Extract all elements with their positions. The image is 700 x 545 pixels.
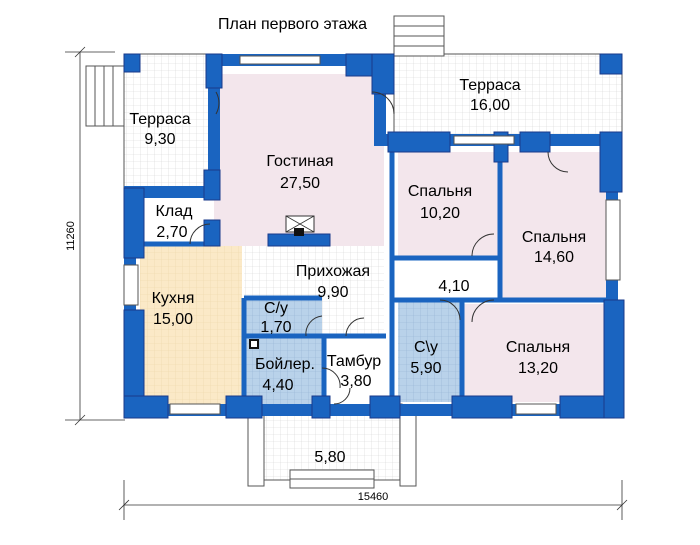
fireplace [267, 215, 331, 247]
door-arcs [189, 91, 569, 405]
width-dimension: 15460 [358, 491, 389, 503]
dimension-lines [65, 46, 628, 520]
wc-area: 1,70 [260, 319, 291, 336]
bath-area: 5,90 [410, 360, 441, 377]
corridor-floor [398, 260, 498, 298]
storage-floor [140, 196, 210, 242]
bath-name: С\у [414, 339, 438, 356]
wall-pillars [123, 53, 625, 419]
terrace-left-name: Терраса [129, 111, 190, 128]
bedroom3-area: 13,20 [518, 360, 558, 377]
porch-area: 5,80 [314, 449, 345, 466]
boiler-icon [249, 339, 259, 349]
terrace-right-floor [393, 53, 623, 139]
inner-walls [136, 146, 610, 406]
bedroom2-name: Спальня [522, 229, 586, 246]
kitchen-name: Кухня [152, 290, 195, 307]
storage-area: 2,70 [156, 224, 187, 241]
living-name: Гостиная [266, 153, 333, 170]
boiler-name: Бойлер. [255, 356, 315, 373]
terrace-left-area: 9,30 [144, 131, 175, 148]
bedroom2-floor [502, 152, 606, 300]
vestibule-name: Тамбур [327, 353, 381, 370]
bath-floor [398, 302, 462, 402]
hall-area: 9,90 [317, 284, 348, 301]
kitchen-floor [140, 246, 242, 406]
kitchen-area: 15,00 [153, 311, 193, 328]
bedroom3-floor [464, 304, 606, 402]
vestibule-floor [326, 338, 384, 404]
bedroom1-area: 10,20 [420, 205, 460, 222]
wc-name: С/у [264, 300, 288, 317]
windows [123, 55, 621, 415]
terrace-right-area: 16,00 [470, 97, 510, 114]
plan-title: План первого этажа [218, 16, 367, 33]
bedroom1-floor [398, 152, 498, 256]
hall-name: Прихожая [296, 263, 370, 280]
terrace-right-name: Терраса [459, 77, 520, 94]
vestibule-area: 3,80 [340, 373, 371, 390]
wc-floor [246, 300, 322, 336]
corridor-area: 4,10 [438, 278, 469, 295]
height-dimension: 11260 [65, 221, 77, 251]
bedroom3-name: Спальня [506, 339, 570, 356]
boiler-area: 4,40 [262, 377, 293, 394]
bedroom2-area: 14,60 [534, 249, 574, 266]
bedroom1-name: Спальня [408, 183, 472, 200]
storage-name: Клад [156, 203, 194, 220]
living-area: 27,50 [280, 175, 320, 192]
